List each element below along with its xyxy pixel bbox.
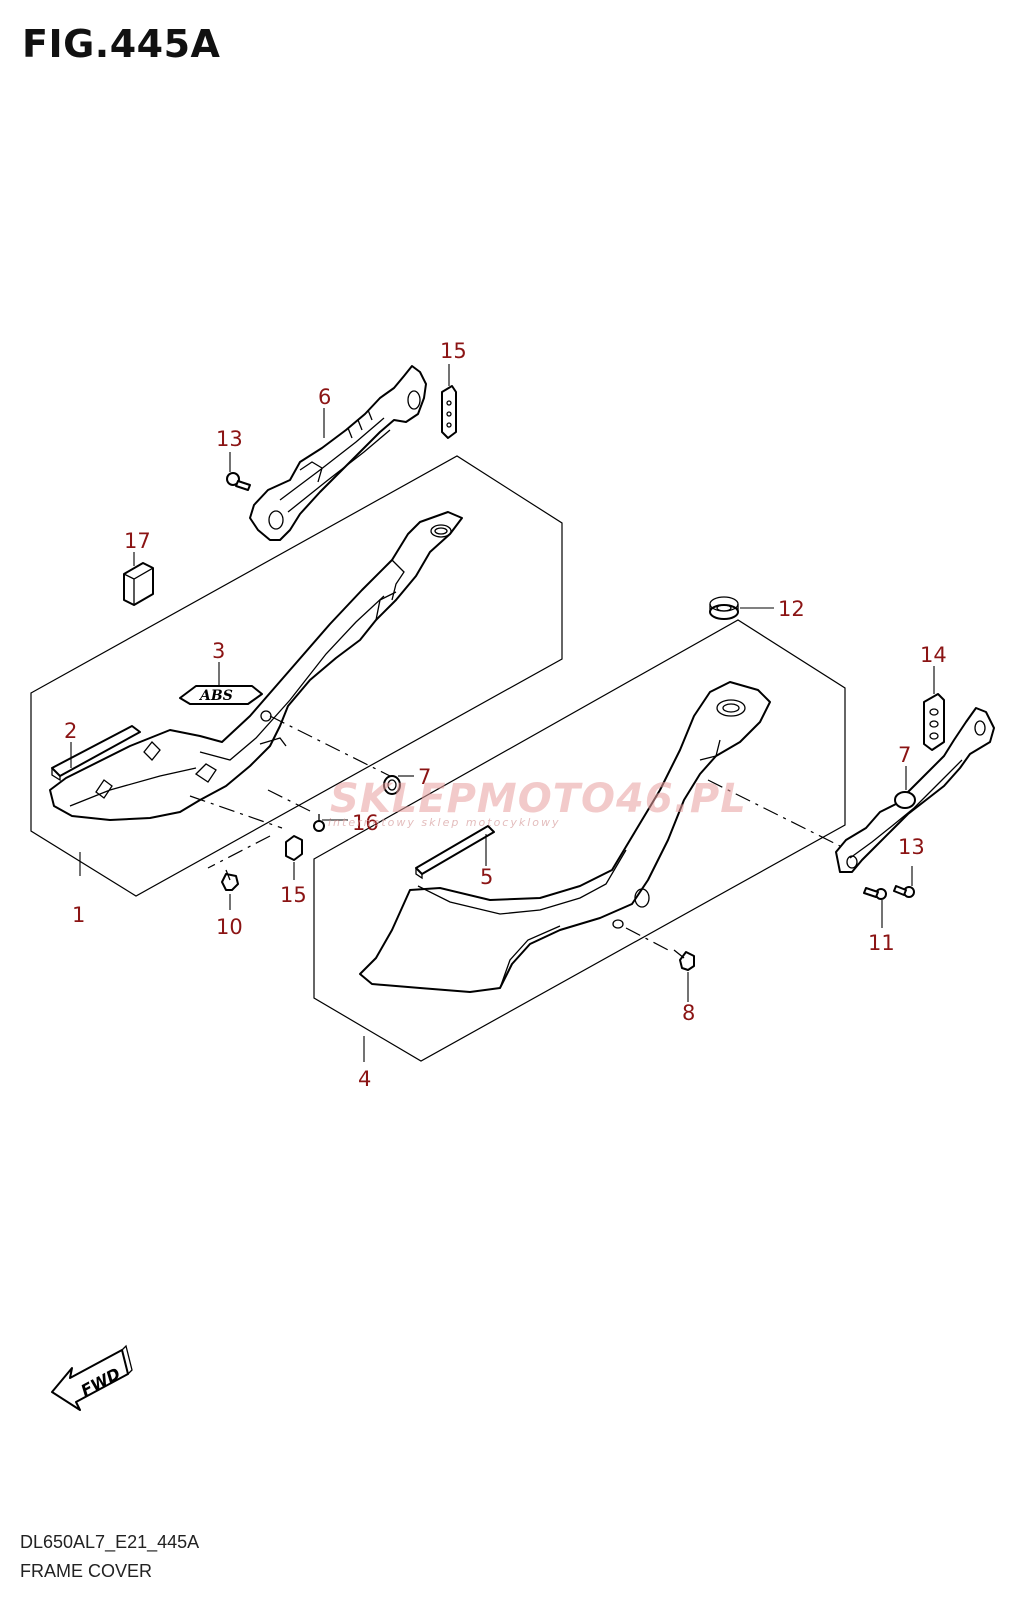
assembly-line-16 <box>267 789 313 813</box>
watermark-sub: internetowy sklep motocyklowy <box>328 816 561 829</box>
callout-2: 2 <box>64 719 77 743</box>
assembly-line-10 <box>207 835 271 869</box>
strip-5 <box>415 825 495 880</box>
callout-1: 1 <box>72 903 85 927</box>
callout-5: 5 <box>480 865 493 889</box>
callout-7: 7 <box>898 743 911 767</box>
collar-15 <box>285 835 303 861</box>
grommet-9 <box>383 775 401 795</box>
frame-cover-1 <box>49 511 463 821</box>
callout-13-right: 13 <box>898 835 925 859</box>
callout-17: 17 <box>124 529 151 553</box>
callout-15: 15 <box>280 883 307 907</box>
bolt-13-right <box>893 885 915 898</box>
assembly-line-7 <box>707 779 841 847</box>
callout-14-right: 14 <box>920 643 947 667</box>
callout-6: 6 <box>318 385 331 409</box>
callout-12: 12 <box>778 597 805 621</box>
model-code: DL650AL7_E21_445A <box>20 1532 200 1552</box>
callout-16: 16 <box>352 811 379 835</box>
callout-4: 4 <box>358 1067 371 1091</box>
abs-emblem-text: ABS <box>198 688 233 704</box>
abs-emblem-3: ABS <box>179 685 263 705</box>
bolt-13-upper <box>226 472 251 491</box>
screw-10 <box>221 869 239 891</box>
callout-3: 3 <box>212 639 225 663</box>
callout-8: 8 <box>682 1001 695 1025</box>
callout-13-upper: 13 <box>216 427 243 451</box>
callout-14-upper: 15 <box>440 339 467 363</box>
strip-2 <box>51 725 141 782</box>
grommet-12 <box>709 596 739 620</box>
bolt-11 <box>863 887 887 900</box>
figure-title: FIG.445A <box>22 22 221 66</box>
callout-10: 10 <box>216 915 243 939</box>
bracket-7 <box>835 707 995 873</box>
bracket-6 <box>249 365 427 541</box>
bolt-16 <box>313 814 325 832</box>
group-box-1 <box>30 455 563 897</box>
group-box-4 <box>313 619 846 1062</box>
callout-9: 7 <box>418 765 431 789</box>
callout-11: 11 <box>868 931 895 955</box>
watermark-main: SKLEPMOTO46.PL <box>330 776 747 822</box>
assembly-line-9 <box>269 715 391 777</box>
pad-17 <box>123 562 154 606</box>
frame-cover-4 <box>359 681 771 993</box>
figure-caption: FRAME COVER <box>20 1561 153 1581</box>
screw-8 <box>673 949 695 971</box>
assembly-line-15 <box>189 795 283 829</box>
pad-14-upper <box>441 385 457 439</box>
assembly-line-8 <box>625 927 673 953</box>
pad-14-right <box>923 693 945 751</box>
fwd-arrow-icon: FWD <box>51 1344 133 1411</box>
